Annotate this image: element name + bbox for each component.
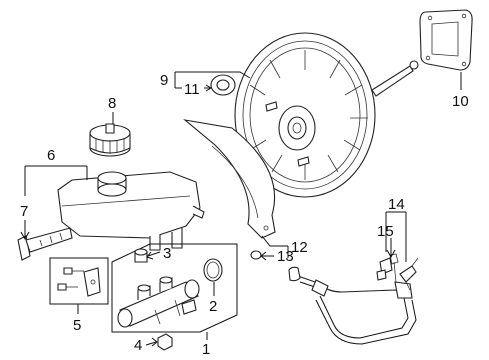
callout-labels: 9 11 10 8 6 7 5 3 2 1 4 13 12 14 15 bbox=[20, 72, 469, 358]
booster-grommet bbox=[210, 74, 236, 96]
callout-15: 15 bbox=[377, 223, 394, 240]
callout-5: 5 bbox=[73, 317, 81, 334]
vacuum-hose bbox=[288, 253, 417, 345]
brake-booster bbox=[234, 32, 419, 198]
callout-12: 12 bbox=[291, 239, 308, 256]
vacuum-sensor bbox=[376, 257, 419, 291]
callout-10: 10 bbox=[452, 93, 469, 110]
callout-3: 3 bbox=[163, 245, 171, 262]
callout-14: 14 bbox=[388, 196, 405, 213]
fluid-reservoir bbox=[57, 171, 205, 251]
callout-4: 4 bbox=[134, 337, 142, 354]
booster-gasket bbox=[419, 9, 473, 71]
callout-7: 7 bbox=[20, 203, 28, 220]
callout-1: 1 bbox=[202, 341, 210, 358]
hardware-kit bbox=[49, 257, 109, 305]
master-cylinder-group bbox=[111, 243, 262, 351]
callout-6: 6 bbox=[47, 147, 55, 164]
callout-13: 13 bbox=[277, 248, 294, 265]
callout-9: 9 bbox=[160, 72, 168, 89]
leader-lines bbox=[20, 71, 462, 347]
reservoir-cap bbox=[89, 123, 131, 157]
level-sensor bbox=[17, 227, 73, 261]
callout-2: 2 bbox=[209, 298, 217, 315]
heat-shield bbox=[183, 119, 276, 239]
callout-8: 8 bbox=[108, 95, 116, 112]
callout-11: 11 bbox=[184, 81, 200, 98]
